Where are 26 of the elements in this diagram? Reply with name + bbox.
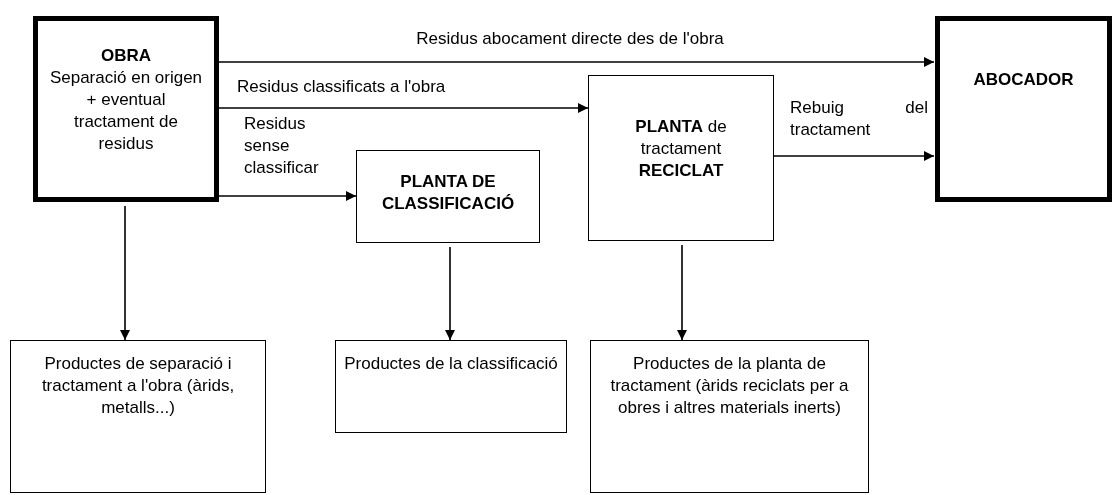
arrow [218,57,935,67]
arrow [773,151,935,161]
box-text: PLANTA de tractament RECICLAT [634,116,728,182]
box-text: ABOCADOR [973,69,1074,91]
process-box [356,150,540,243]
box-text: PLANTA DE CLASSIFICACIÓ [380,171,516,215]
process-box [33,16,219,202]
process-box [590,340,869,493]
process-box [10,340,266,493]
process-box [935,16,1112,202]
arrow [218,191,357,201]
process-box [335,340,567,433]
box-text: Productes de la classificació [344,353,558,375]
arrow [677,244,687,341]
edge-label: Rebuig del tractament [790,97,928,141]
box-heading: OBRA [100,45,152,67]
process-box [588,75,774,241]
edge-label: Residus classificats a l'obra [237,76,447,98]
box-text: Productes de separació i tractament a l'obra (àrids, metalls...) [40,353,236,419]
edge-label: Residus sense classificar [244,113,320,179]
arrow [445,246,455,341]
box-text: Separació en origen + eventual tractament de residus [48,67,204,155]
arrow [120,205,130,341]
box-text: Productes de la planta de tractament (àrids reciclats per a obres i altres materials inerts) [609,353,850,419]
arrow [218,103,589,113]
edge-label: Residus abocament directe des de l'obra [415,28,725,50]
